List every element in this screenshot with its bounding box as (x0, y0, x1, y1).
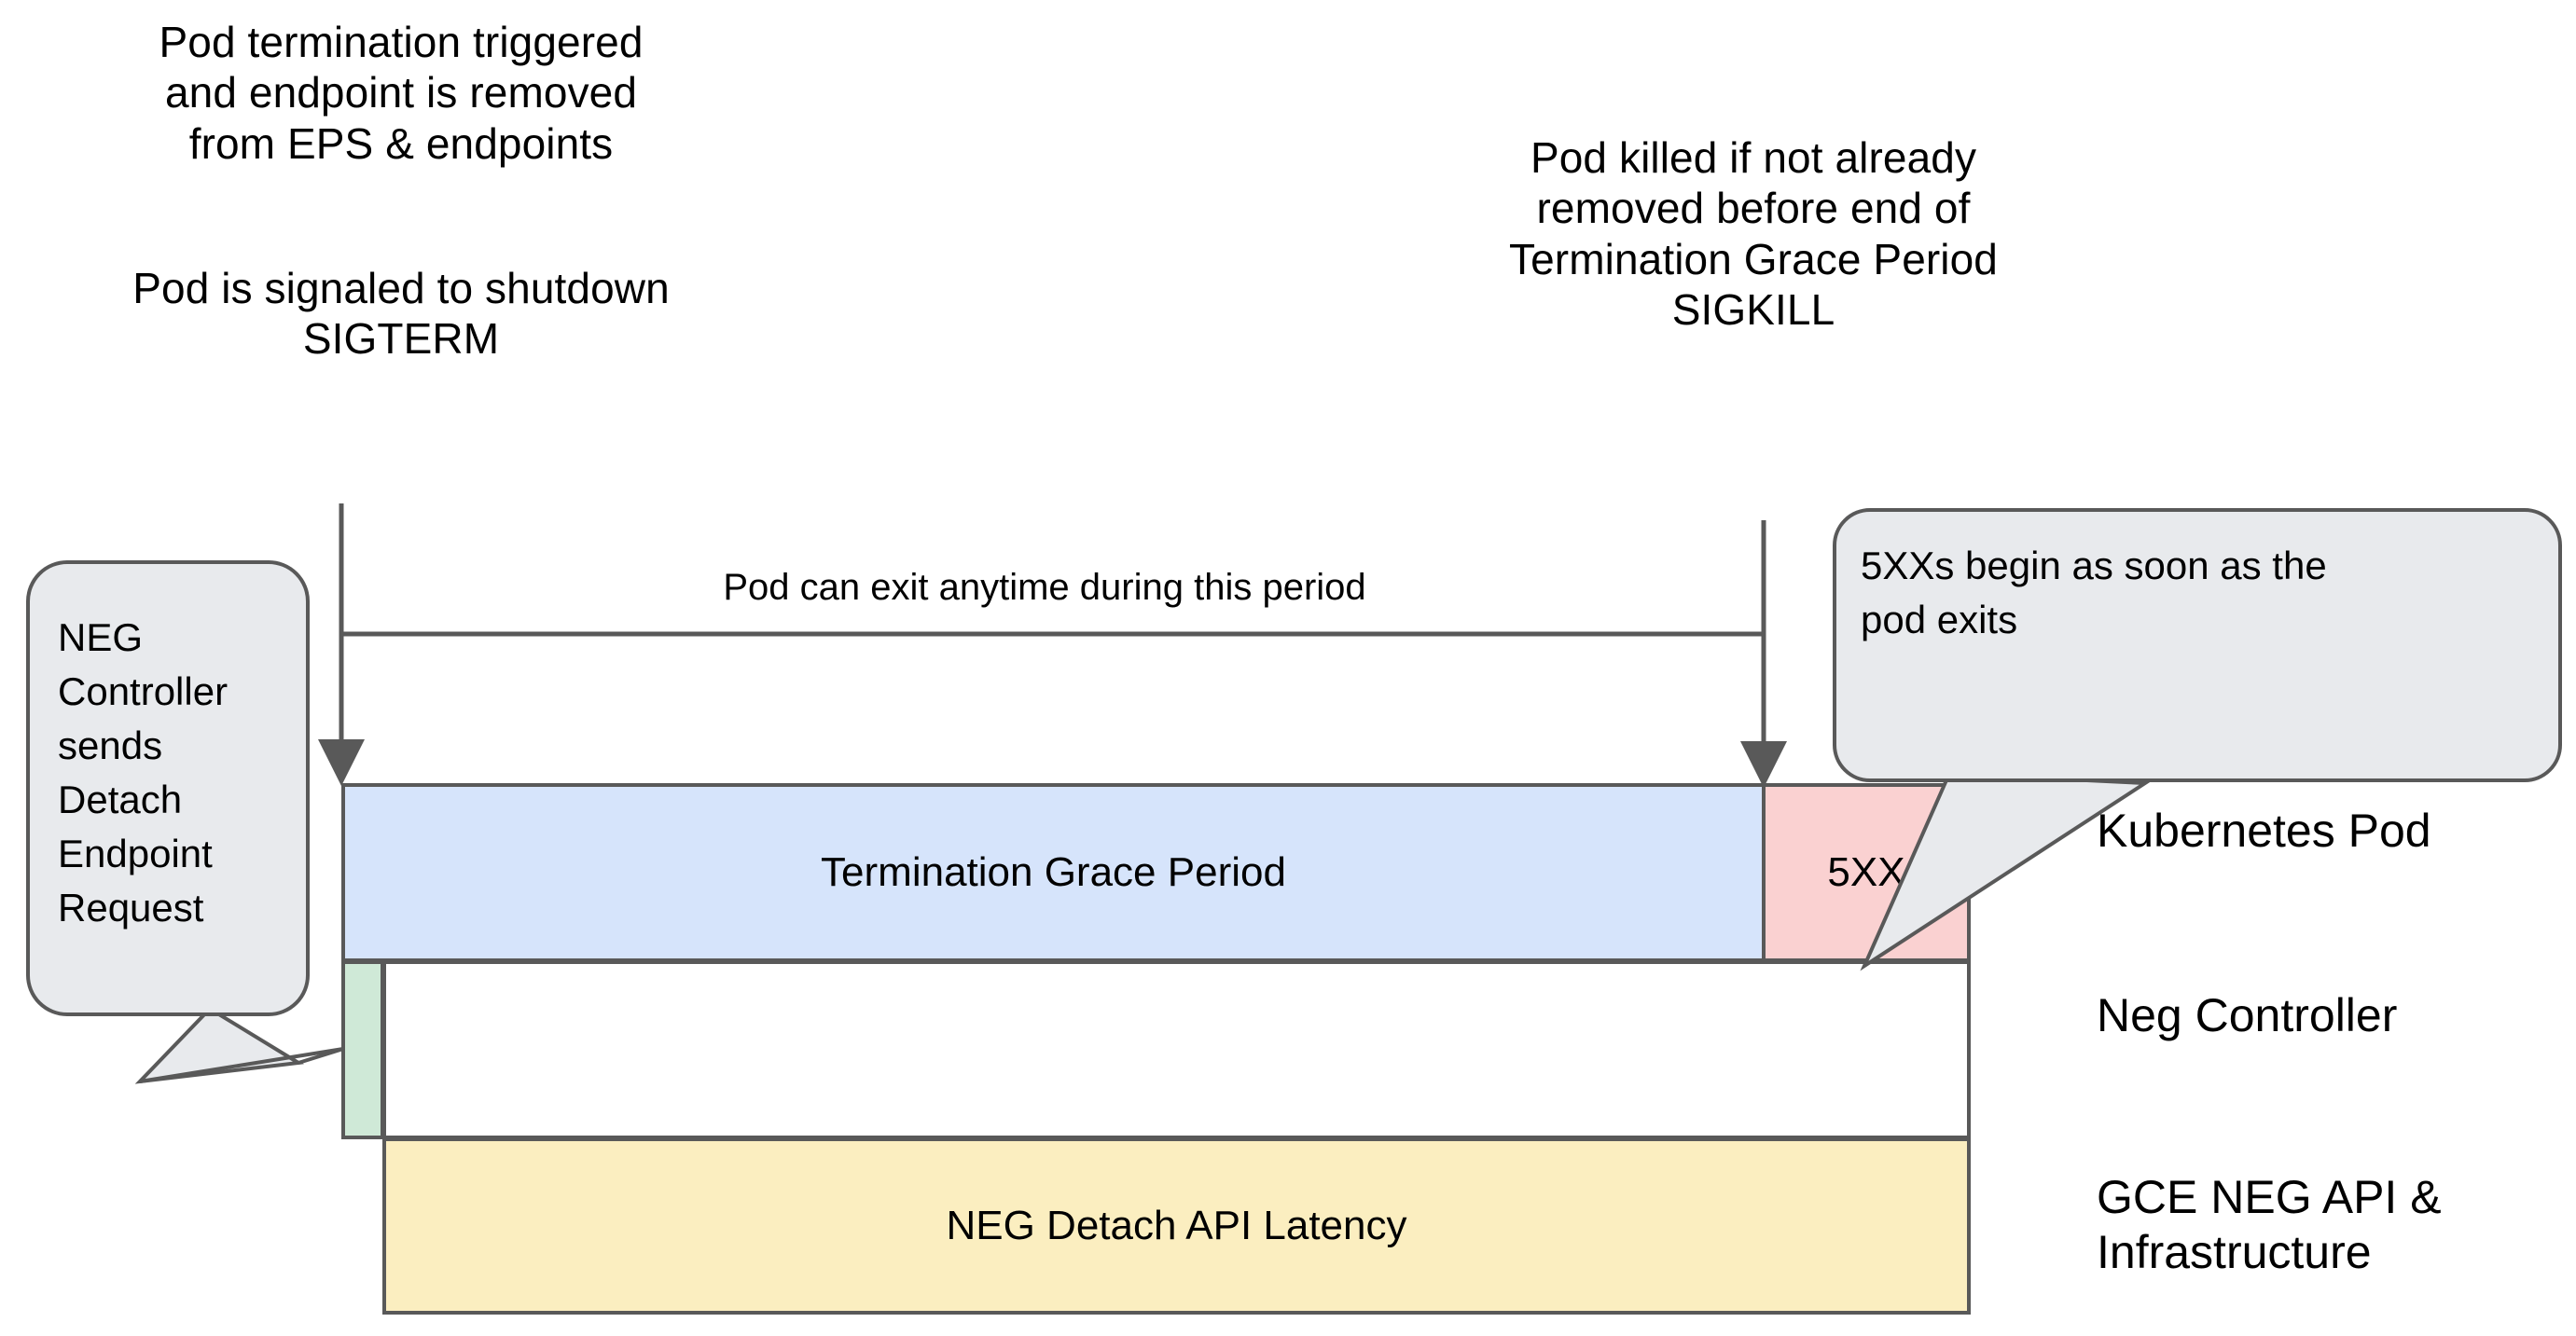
bar-label-neg-detach-api-latency: NEG Detach API Latency (946, 1202, 1407, 1248)
callout-pointer-neg-controller (139, 1047, 344, 1083)
callout-body-5xx (1833, 508, 2562, 782)
annotation-pod-signaled-sigterm: Pod is signaled to shutdown SIGTERM (132, 264, 670, 364)
callout-neg-controller-detach (26, 560, 344, 1084)
callout-5xx-begin (1833, 508, 2562, 971)
span-label-pod-can-exit: Pod can exit anytime during this period (723, 567, 1366, 608)
bar-termination-grace-period: Termination Grace Period (341, 783, 1766, 962)
callout-body-neg-controller (26, 560, 310, 1016)
annotation-pod-termination-triggered: Pod termination triggered and endpoint i… (159, 18, 644, 168)
lane-label-neg-controller: Neg Controller (2097, 989, 2398, 1041)
bar-neg-controller-row (382, 960, 1971, 1139)
bar-label-termination-grace-period: Termination Grace Period (821, 848, 1286, 895)
callout-tail-5xx (1860, 771, 2152, 971)
annotation-pod-killed-sigkill: Pod killed if not already removed before… (1509, 133, 1998, 334)
lane-label-gce-neg-api: GCE NEG API & Infrastructure (2097, 1171, 2442, 1278)
callout-pointer2-neg-controller (298, 1047, 344, 1065)
bar-label-5xx: 5XX (1827, 848, 1905, 895)
bar-neg-detach-request (341, 960, 384, 1139)
callout-text-5xx-begin: 5XXs begin as soon as the pod exits (1861, 544, 2327, 641)
lane-label-kubernetes-pod: Kubernetes Pod (2097, 805, 2431, 857)
callout-text-neg-controller-detach: NEG Controller sends Detach Endpoint Req… (58, 615, 229, 930)
bar-neg-detach-api-latency: NEG Detach API Latency (382, 1137, 1971, 1315)
